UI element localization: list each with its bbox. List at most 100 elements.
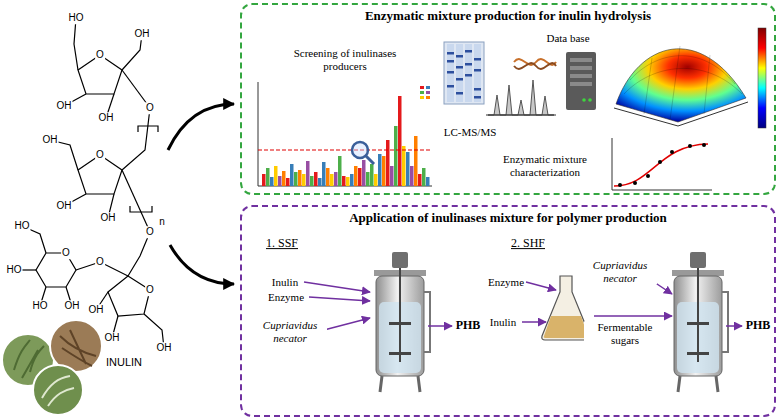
flask xyxy=(544,316,589,338)
process-arrow xyxy=(168,104,234,150)
feed-arrow xyxy=(522,282,742,326)
screening-bar-chart xyxy=(286,178,290,186)
magnifier-icon xyxy=(352,142,374,164)
screening-bar-chart xyxy=(358,168,362,186)
server-icon xyxy=(588,98,592,102)
atom-label: OH xyxy=(156,342,173,354)
response-surface xyxy=(616,49,746,122)
panel-title: Enzymatic mixture production for inulin … xyxy=(365,5,651,24)
process-arrow xyxy=(170,245,234,284)
screening-bar-chart xyxy=(338,156,342,186)
inulin-structure xyxy=(14,18,164,348)
product-label: PHB xyxy=(745,319,772,333)
screening-bar-chart xyxy=(330,174,334,186)
response-surface xyxy=(614,28,766,128)
flask xyxy=(542,276,590,340)
atom-label: O xyxy=(145,284,155,296)
screening-bar-chart xyxy=(274,166,278,186)
screening-bar-chart xyxy=(402,146,406,186)
feed-arrow xyxy=(304,282,370,292)
atom-label: OH xyxy=(42,134,59,146)
screening-bar-chart xyxy=(414,136,418,186)
product-label: PHB xyxy=(455,319,482,333)
screening-bar-chart xyxy=(370,164,374,186)
screening-bar-chart xyxy=(258,82,432,186)
screening-bar-chart xyxy=(282,171,286,186)
plant-photo xyxy=(2,320,102,415)
gel-image xyxy=(474,44,481,102)
server-icon xyxy=(570,74,592,78)
panel-title: Application of inulinases mixture for po… xyxy=(349,207,667,226)
repeat-index: n xyxy=(158,216,166,228)
server-icon xyxy=(570,82,592,86)
server-icon xyxy=(570,66,592,70)
atom-label: OH xyxy=(98,112,115,124)
inulin-structure xyxy=(128,232,150,276)
screening-bar-chart xyxy=(394,126,398,186)
screening-bar-chart xyxy=(378,154,382,186)
plant-photo xyxy=(42,376,74,406)
step-label: LC-MS/MS xyxy=(443,126,498,139)
response-surface xyxy=(758,28,766,128)
screening-bar-chart xyxy=(278,176,282,186)
screening-bar-chart xyxy=(362,160,366,186)
gel-image xyxy=(465,63,472,66)
atom-label: OH xyxy=(100,212,117,224)
gel-image xyxy=(456,55,463,58)
atom-label: HO xyxy=(14,220,31,232)
server-icon xyxy=(566,52,596,110)
step-label: Enzymatic mixture characterization xyxy=(489,153,601,178)
screening-bar-chart xyxy=(426,177,430,186)
chromatogram xyxy=(486,115,556,116)
kinetics-plot xyxy=(612,138,712,190)
atom-label: O xyxy=(145,102,155,114)
screening-bar-chart xyxy=(426,96,430,99)
step-label: Screening of inulinases producers xyxy=(274,47,416,72)
screening-bar-chart xyxy=(262,174,266,186)
inulin-structure xyxy=(108,276,150,316)
feed-arrow xyxy=(594,315,672,317)
gel-image xyxy=(465,74,472,77)
gel-image xyxy=(474,96,481,99)
gel-image xyxy=(456,66,463,69)
inulin-structure xyxy=(78,55,122,94)
screening-bar-chart xyxy=(420,96,424,99)
atom-label: O xyxy=(145,226,155,238)
gel-image xyxy=(447,60,454,63)
input-label: Enzyme xyxy=(267,291,305,304)
screening-bar-chart xyxy=(270,177,274,186)
inulin-structure xyxy=(74,18,78,70)
screening-bar-chart xyxy=(418,174,422,186)
kinetics-plot xyxy=(670,150,674,154)
inulin-structure xyxy=(122,170,150,232)
screening-bar-chart xyxy=(354,166,358,186)
input-label: Enzyme xyxy=(487,276,525,289)
screening-bar-chart xyxy=(390,166,394,186)
step-label: Data base xyxy=(545,32,590,45)
method-heading: 1. SSF xyxy=(265,237,299,251)
screening-bar-chart xyxy=(420,86,424,89)
atom-label: OH xyxy=(56,200,73,212)
section-panel: Application of inulinases mixture for po… xyxy=(240,205,776,417)
kinetics-plot xyxy=(702,143,706,147)
screening-bar-chart xyxy=(386,140,390,186)
screening-bar-chart xyxy=(298,170,302,186)
inulin-structure xyxy=(130,206,152,212)
kinetics-plot xyxy=(614,144,708,186)
chromatogram xyxy=(486,80,556,115)
atom-label: OH xyxy=(88,304,105,316)
gel-image xyxy=(465,44,472,102)
gel-image xyxy=(465,50,472,53)
screening-bar-chart xyxy=(306,161,310,186)
feed-arrow xyxy=(522,321,546,323)
substrate-name: INULIN xyxy=(105,356,143,369)
atom-label: O xyxy=(95,256,105,268)
screening-bar-chart xyxy=(302,174,306,186)
screening-bar-chart xyxy=(420,91,424,94)
magnifier-icon xyxy=(366,156,374,164)
feed-arrow xyxy=(309,297,370,301)
gel-image xyxy=(447,44,454,102)
gel-image xyxy=(447,71,454,74)
intermediate-label: Fermentable sugars xyxy=(584,321,666,346)
atom-label: HO xyxy=(68,12,85,24)
